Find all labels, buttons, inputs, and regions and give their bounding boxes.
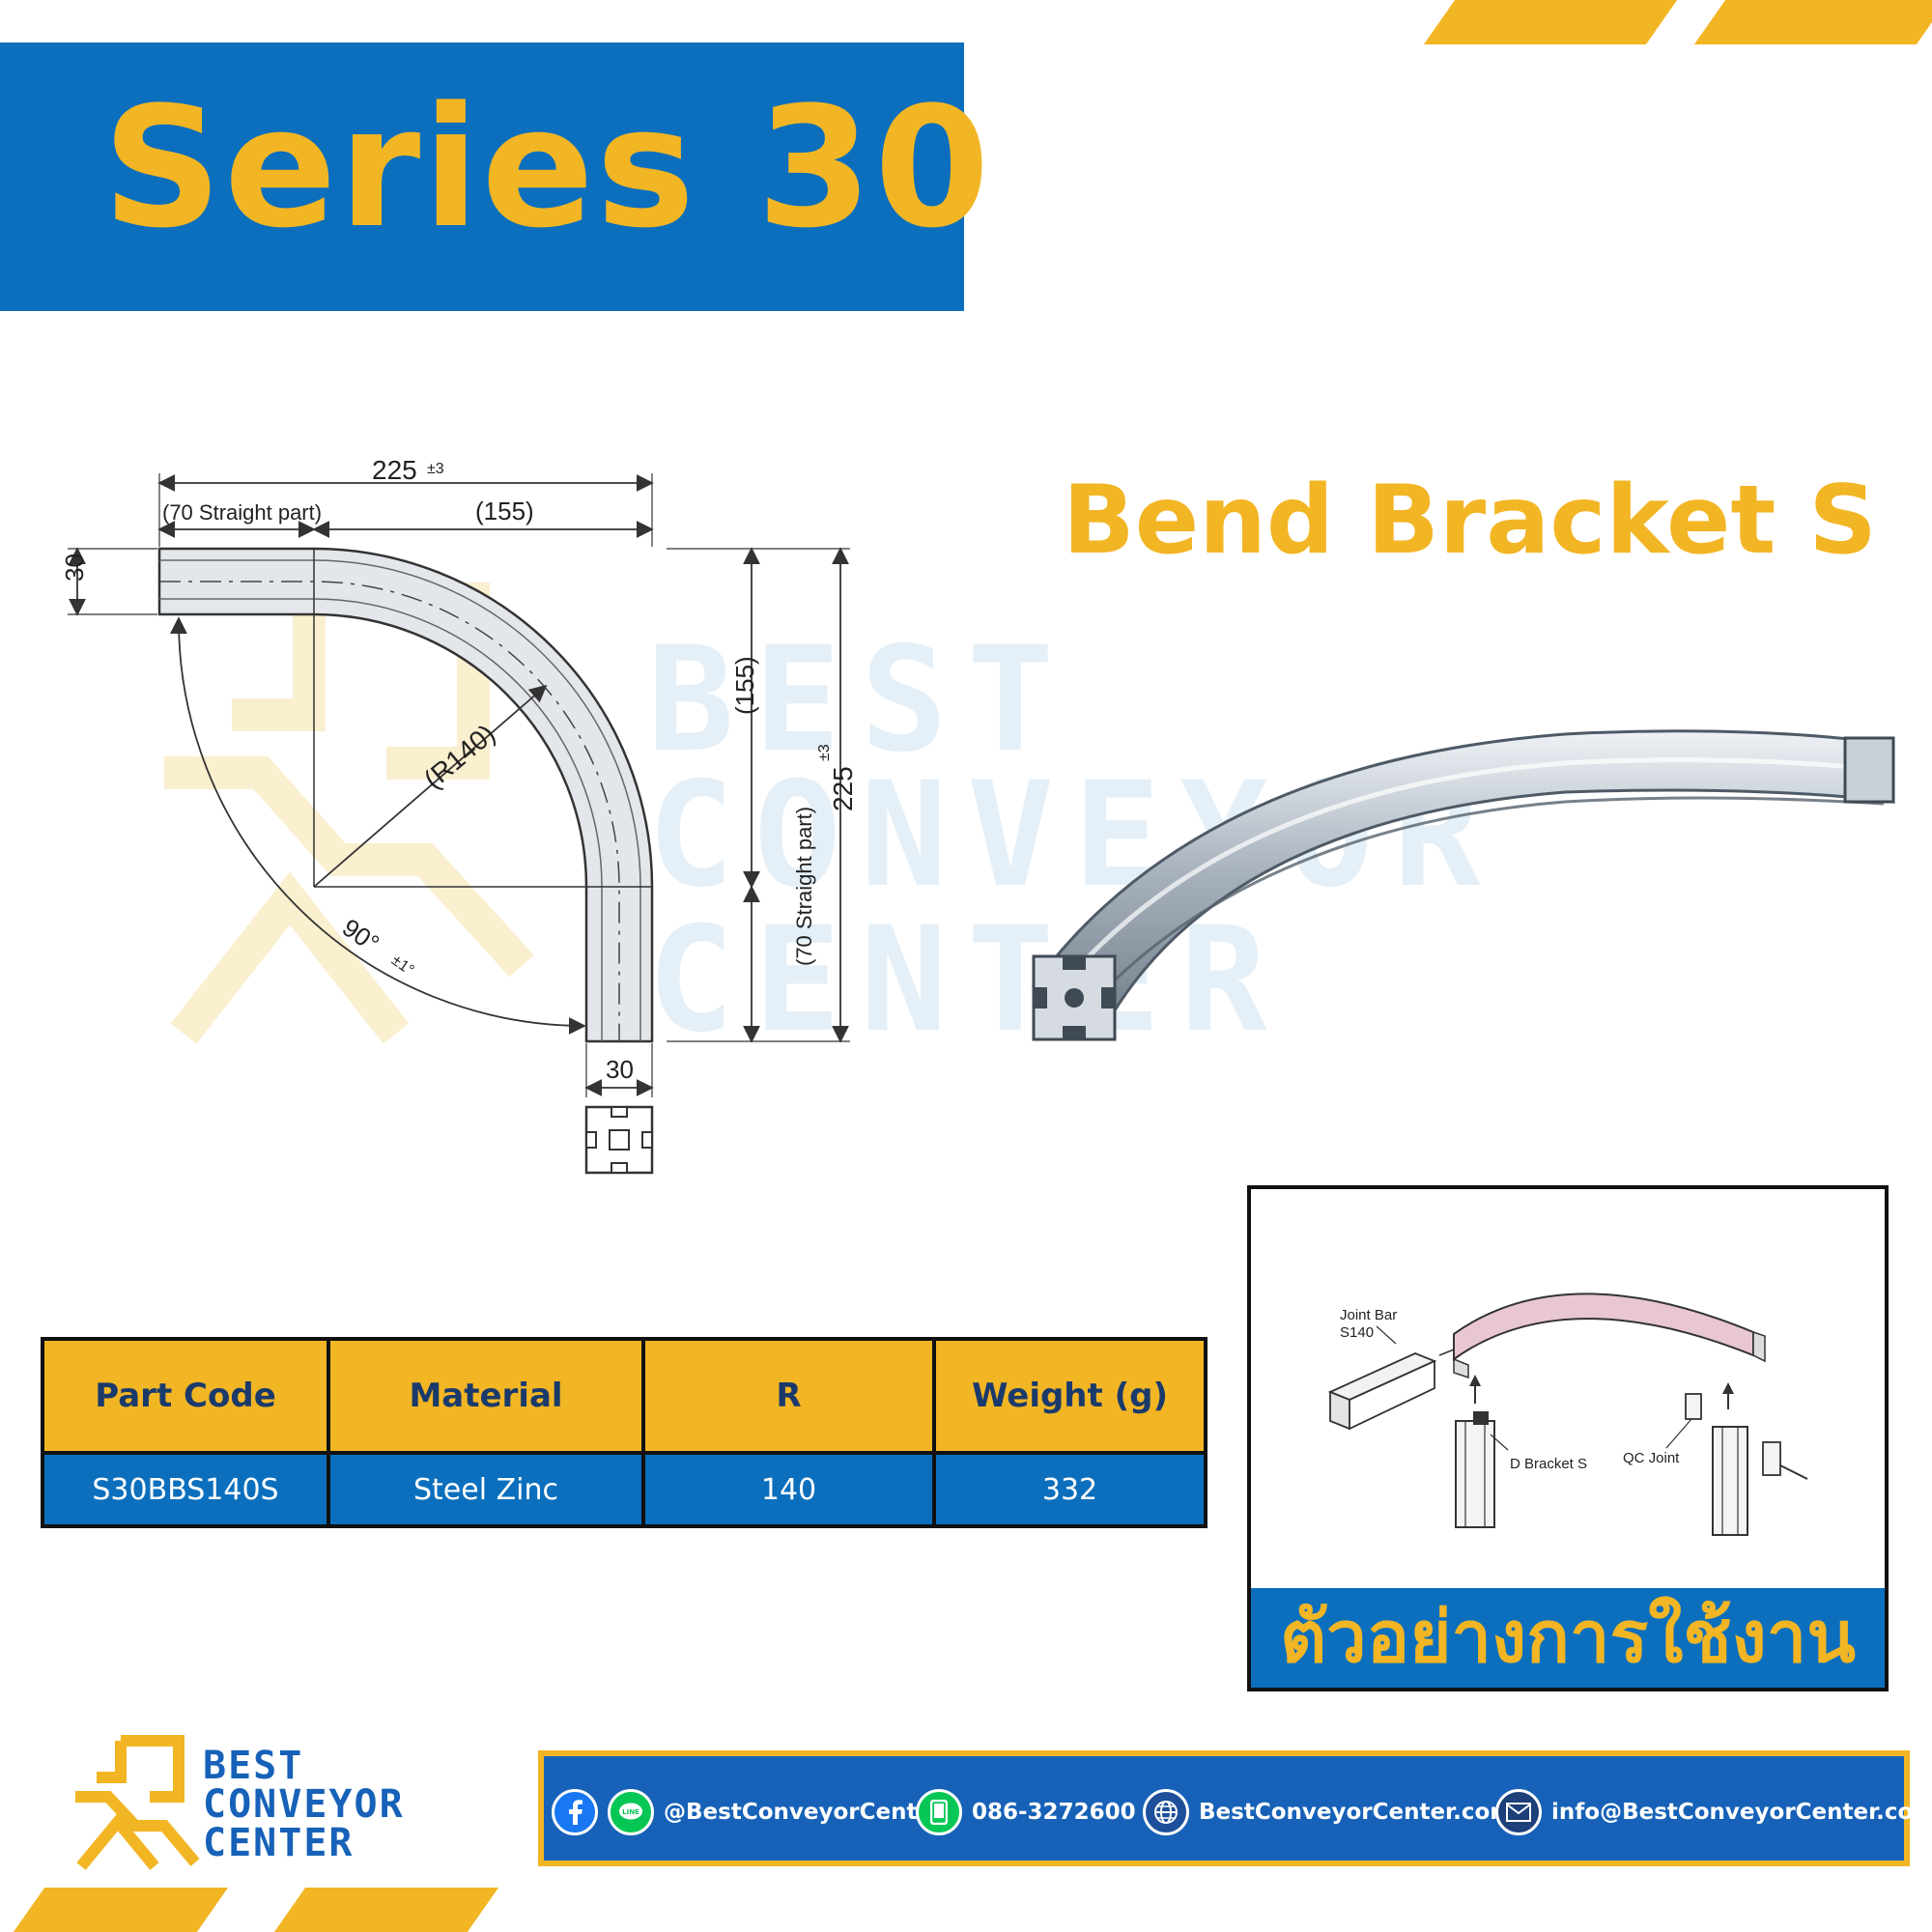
header-weight: Weight (g) bbox=[932, 1337, 1208, 1455]
footer-logo-line-2: CONVEYOR bbox=[203, 1782, 405, 1827]
decor-stripe-top-2 bbox=[1693, 0, 1932, 44]
cell-weight: 332 bbox=[932, 1451, 1208, 1528]
spec-table: Part Code Material R Weight (g) S30BBS14… bbox=[41, 1337, 1208, 1528]
header-r: R bbox=[641, 1337, 936, 1455]
mail-icon bbox=[1495, 1789, 1542, 1835]
profile-cross-section bbox=[584, 1105, 654, 1175]
footer-logo-line-3: CENTER bbox=[203, 1821, 355, 1865]
svg-text:LINE: LINE bbox=[622, 1808, 639, 1816]
technical-drawing: 225 ±3 (70 Straight part) (155) 30 (R140… bbox=[60, 455, 858, 1175]
contact-website[interactable]: BestConveyorCenter.com bbox=[1143, 1787, 1513, 1837]
dim-overall-height: 225 bbox=[828, 766, 858, 811]
header-material: Material bbox=[327, 1337, 645, 1455]
website-url: BestConveyorCenter.com bbox=[1199, 1800, 1514, 1825]
label-joint-bar: Joint Bar bbox=[1340, 1307, 1398, 1323]
social-handle: @BestConveyorCenter bbox=[664, 1800, 944, 1825]
series-banner bbox=[0, 43, 964, 311]
cell-r: 140 bbox=[641, 1451, 936, 1528]
footer-logo: BEST CONVEYOR CENTER bbox=[68, 1729, 531, 1874]
example-caption: ตัวอย่างการใช้งาน bbox=[1251, 1588, 1885, 1688]
email-address: info@BestConveyorCenter.com bbox=[1551, 1800, 1932, 1825]
footer-contact-bar: LINE @BestConveyorCenter 086-3272600 Bes… bbox=[538, 1750, 1932, 1866]
dim-arc-right: (155) bbox=[730, 656, 759, 715]
dim-angle-tol: ±1° bbox=[388, 952, 416, 980]
example-label-joint-bar: Joint Bar S140 bbox=[1340, 1307, 1397, 1342]
phone-icon bbox=[916, 1789, 962, 1835]
label-d-bracket: D Bracket S bbox=[1510, 1456, 1588, 1472]
dim-radius: (R140) bbox=[418, 719, 500, 795]
globe-icon bbox=[1143, 1789, 1189, 1835]
decor-stripe-bottom-1 bbox=[13, 1888, 229, 1932]
cell-part-code: S30BBS140S bbox=[41, 1451, 330, 1528]
decor-stripe-bottom-2 bbox=[273, 1888, 499, 1932]
table-row: S30BBS140S Steel Zinc 140 332 bbox=[41, 1451, 1208, 1528]
label-joint-bar-size: S140 bbox=[1340, 1324, 1375, 1341]
example-diagram bbox=[1327, 1293, 1808, 1536]
example-caption-text: ตัวอย่างการใช้งาน bbox=[1280, 1596, 1856, 1679]
spec-table-header-row: Part Code Material R Weight (g) bbox=[41, 1337, 1208, 1455]
phone-number: 086-3272600 bbox=[972, 1800, 1136, 1825]
contact-phone[interactable]: 086-3272600 bbox=[916, 1787, 1136, 1837]
facebook-icon bbox=[552, 1789, 598, 1835]
dim-overall-height-tol: ±3 bbox=[816, 744, 833, 761]
contact-email[interactable]: info@BestConveyorCenter.com bbox=[1495, 1787, 1932, 1837]
dim-angle: 90° bbox=[337, 913, 384, 958]
dim-arc-top: (155) bbox=[475, 497, 534, 526]
series-title: Series 30 bbox=[102, 71, 992, 265]
brand-logo-icon bbox=[75, 1735, 200, 1870]
header-part-code: Part Code bbox=[41, 1337, 330, 1455]
contact-social[interactable]: LINE @BestConveyorCenter bbox=[552, 1787, 943, 1837]
dim-straight-top: (70 Straight part) bbox=[162, 500, 322, 525]
dim-overall-width-tol: ±3 bbox=[427, 461, 444, 477]
dim-profile-bottom: 30 bbox=[606, 1055, 634, 1084]
dim-straight-right: (70 Straight part) bbox=[792, 807, 816, 966]
line-icon: LINE bbox=[608, 1789, 654, 1835]
product-name: Bend Bracket S bbox=[1063, 466, 1878, 576]
watermark-line-1: BEST bbox=[647, 616, 1074, 784]
decor-stripe-top-1 bbox=[1423, 0, 1678, 44]
cell-material: Steel Zinc bbox=[327, 1451, 645, 1528]
dim-profile-left: 30 bbox=[60, 554, 89, 582]
product-photo bbox=[1031, 729, 1895, 1041]
footer-logo-line-1: BEST bbox=[203, 1744, 304, 1788]
dim-overall-width: 225 bbox=[372, 455, 417, 485]
label-qc-joint: QC Joint bbox=[1623, 1450, 1680, 1466]
